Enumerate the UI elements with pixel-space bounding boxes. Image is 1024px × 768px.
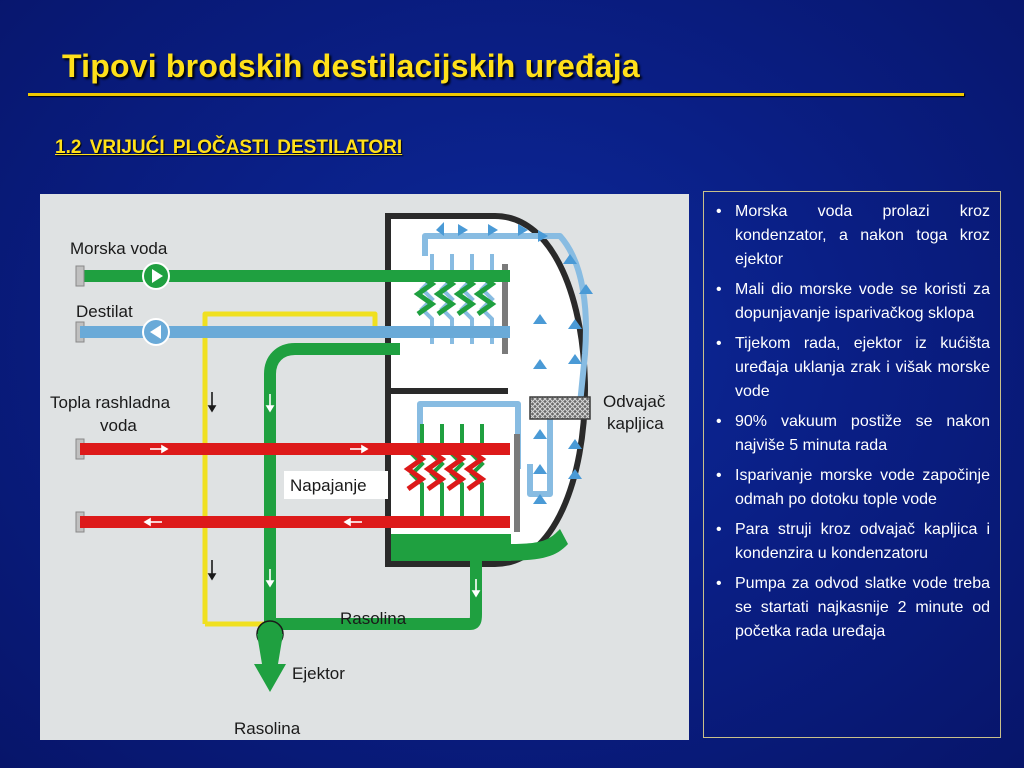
feed-line bbox=[202, 311, 378, 624]
note-item: Pumpa za odvod slatke vode treba se star… bbox=[714, 572, 990, 644]
note-item: Para struji kroz odvajač kapljica i kond… bbox=[714, 518, 990, 566]
label-topla-rashladna: Topla rashladna bbox=[50, 393, 171, 412]
label-rasolina-mid: Rasolina bbox=[340, 609, 407, 628]
notes-panel: Morska voda prolazi kroz kondenzator, a … bbox=[703, 191, 1001, 738]
label-napajanje: Napajanje bbox=[290, 476, 367, 495]
note-item: Tijekom rada, ejektor iz kućišta uređaja… bbox=[714, 332, 990, 404]
napajanje-label-bg bbox=[284, 471, 388, 499]
label-voda: voda bbox=[100, 416, 137, 435]
steam-arrows bbox=[436, 222, 593, 504]
note-item: 90% vakuum postiže se nakon najviše 5 mi… bbox=[714, 410, 990, 458]
ejector-icon bbox=[254, 620, 286, 692]
sea-water-inlet-cap bbox=[75, 265, 85, 287]
section-heading: 1.2 VRIJUĆI PLOČASTI DESTILATORI bbox=[55, 137, 403, 158]
droplet-separator bbox=[529, 396, 591, 420]
sea-water-pump-icon bbox=[142, 262, 170, 290]
label-ejektor: Ejektor bbox=[292, 664, 345, 683]
label-morska-voda: Morska voda bbox=[70, 239, 168, 258]
feed-arrows bbox=[207, 392, 217, 581]
distillate-pump-icon bbox=[142, 318, 170, 346]
note-item: Morska voda prolazi kroz kondenzator, a … bbox=[714, 200, 990, 272]
label-kapljica: kapljica bbox=[607, 414, 664, 433]
flow-arrows bbox=[143, 394, 481, 598]
label-destilat: Destilat bbox=[76, 302, 133, 321]
slide-title: Tipovi brodskih destilacijskih uređaja bbox=[62, 48, 640, 84]
note-item: Isparivanje morske vode započinje odmah … bbox=[714, 464, 990, 512]
title-underline bbox=[28, 93, 964, 96]
label-rasolina-bottom: Rasolina bbox=[234, 719, 301, 738]
distiller-diagram: Morska voda Destilat Topla rashladna vod… bbox=[40, 194, 689, 740]
notes-list: Morska voda prolazi kroz kondenzator, a … bbox=[704, 192, 1000, 644]
distiller-shell bbox=[385, 213, 588, 567]
note-item: Mali dio morske vode se koristi za dopun… bbox=[714, 278, 990, 326]
label-odvajac: Odvajač bbox=[603, 392, 666, 411]
